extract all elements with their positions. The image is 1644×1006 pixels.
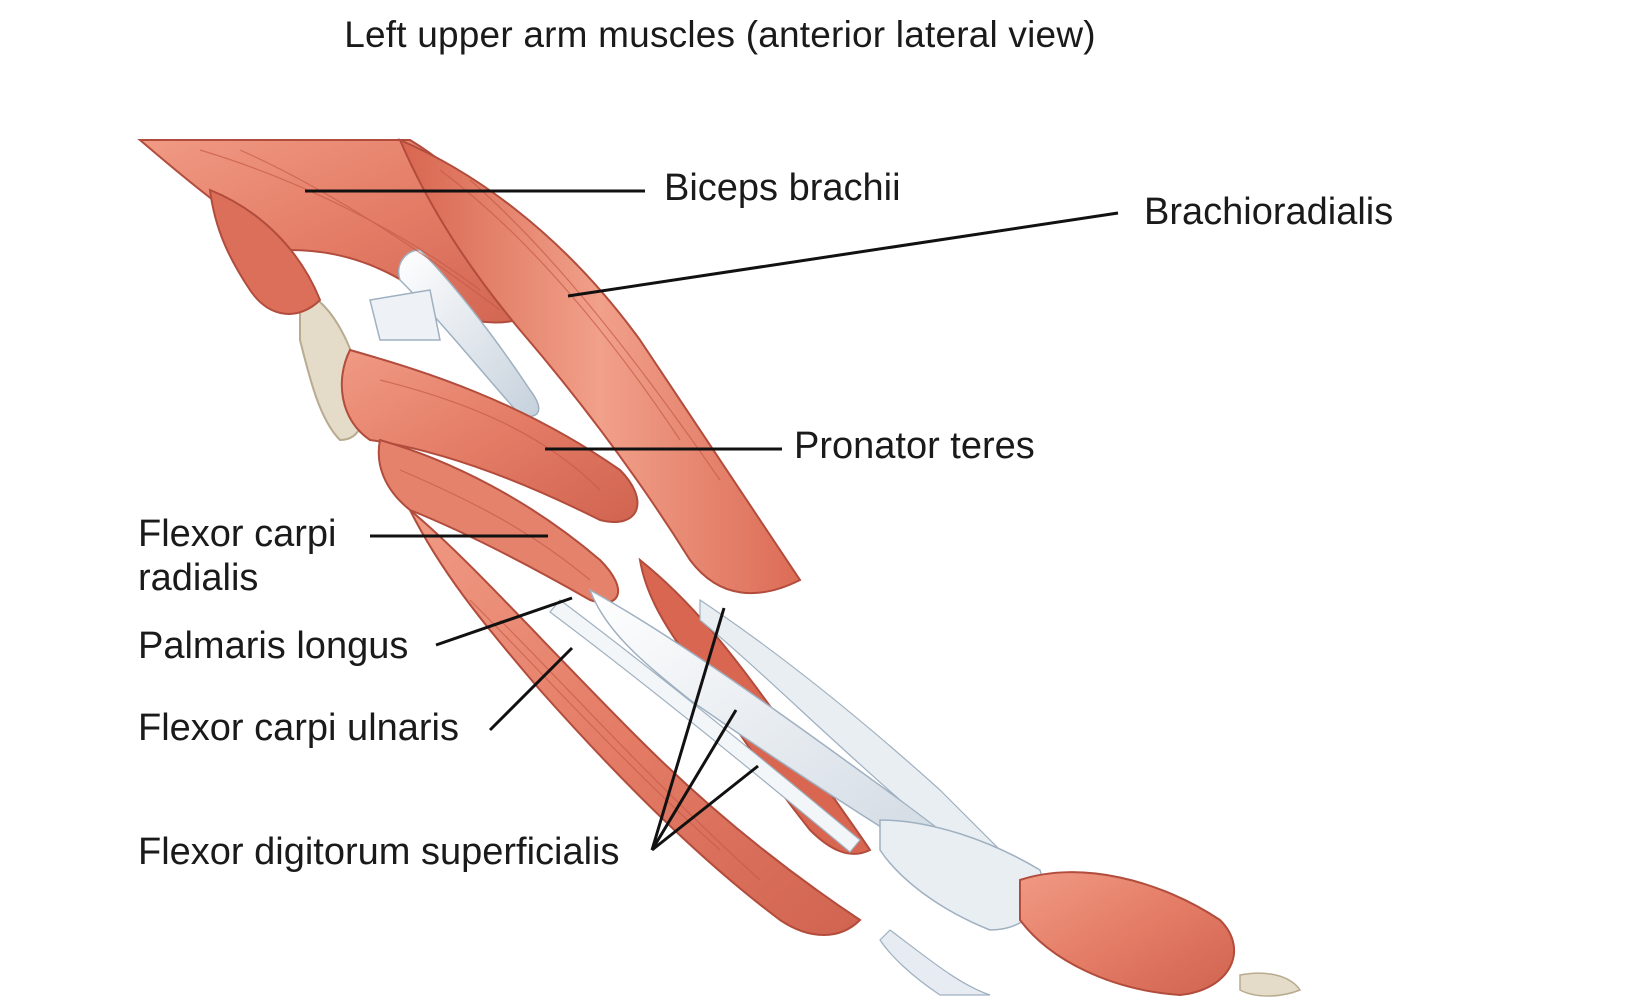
label-flexor-carpi-ulnaris: Flexor carpi ulnaris [138,707,459,749]
leader-lines [305,189,1119,852]
leader-fds-3 [651,764,759,852]
leader-palmaris-longus [435,596,573,647]
thenar-muscle [1019,871,1236,997]
muscle-fibres [199,149,761,881]
flexor-carpi-ulnaris-muscle [409,509,862,936]
label-brachioradialis: Brachioradialis [1144,191,1394,233]
diagram-title: Left upper arm muscles (anterior lateral… [344,14,1096,55]
label-flexor-carpi-radialis: Flexor carpi radialis [138,512,337,600]
label-palmaris-longus: Palmaris longus [138,625,409,667]
label-flexor-digitorum-superficialis: Flexor digitorum superficialis [138,831,620,873]
brachioradialis-muscle [398,138,802,595]
label-pronator-teres: Pronator teres [794,425,1035,467]
label-flexor-carpi-radialis-line1: Flexor carpi [138,513,337,555]
label-biceps-brachii: Biceps brachii [664,167,901,209]
biceps-tendon-insertion [369,289,441,341]
label-flexor-carpi-radialis-line2: radialis [138,557,259,599]
palmaris-longus-tendon [549,599,861,853]
pronator-teres-muscle [340,348,639,523]
hand-tendons [879,929,991,996]
leader-fds-1 [650,607,726,851]
leader-brachioradialis [567,211,1119,298]
brachialis-muscle [208,188,322,315]
leader-flexor-carpi-ulnaris [488,646,574,732]
finger-bone [1239,972,1302,997]
leader-fds-2 [650,709,738,851]
wrist-retinaculum [879,819,1044,931]
flexor-carpi-radialis-muscle [377,438,620,604]
